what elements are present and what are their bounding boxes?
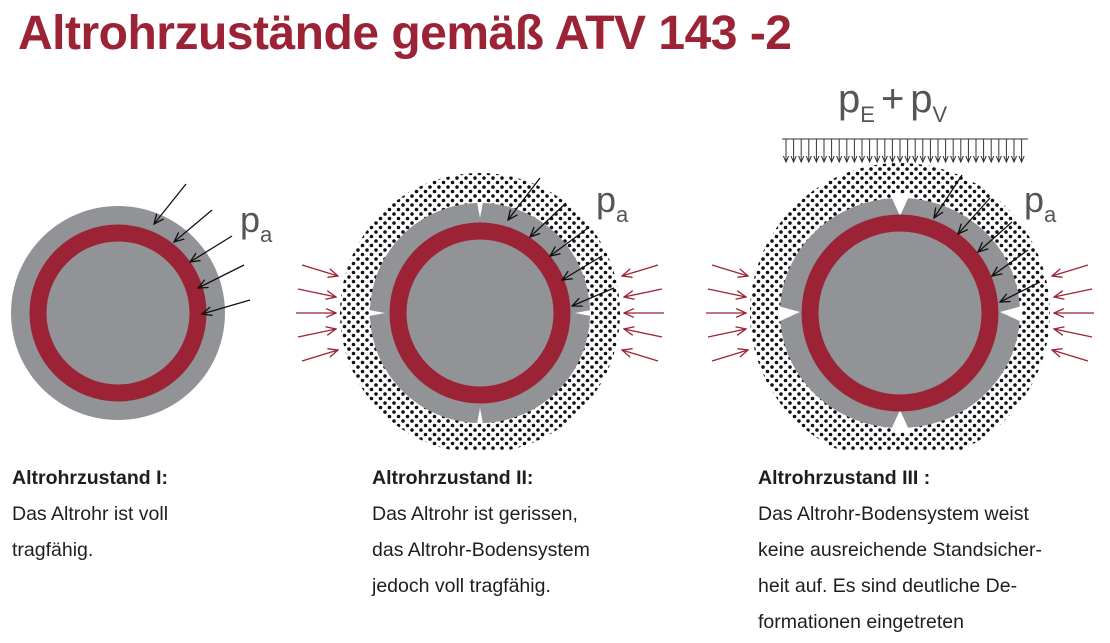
caption-line: Das Altrohr-Bodensystem weist — [758, 503, 1029, 525]
earth-pressure-arrows — [508, 177, 615, 306]
caption-line: das Altrohr-Bodensystem — [372, 539, 590, 561]
load-arrow-head — [1003, 155, 1010, 164]
load-arrow-head — [995, 155, 1002, 164]
caption-line: formationen eingetreten — [758, 611, 964, 633]
state-1-diagram: pa — [11, 183, 273, 420]
load-arrow-head — [828, 155, 835, 164]
load-arrow-head — [950, 155, 957, 164]
load-arrow-head — [965, 155, 972, 164]
load-arrow-head — [813, 155, 820, 164]
state-3-diagram: pE+pV — [706, 77, 1094, 450]
liner-ring — [801, 214, 999, 412]
load-label-pa: pa — [240, 199, 273, 247]
caption-state-2: Altrohrzustand II: Das Altrohr ist geris… — [372, 460, 590, 604]
distributed-load-arrows — [782, 138, 1028, 164]
load-arrow-head — [896, 155, 904, 164]
load-arrow-head — [851, 155, 858, 164]
load-arrow-head — [889, 155, 896, 164]
caption-line: Das Altrohr ist gerissen, — [372, 503, 578, 525]
load-arrow-head — [843, 155, 850, 164]
caption-heading: Altrohrzustand II: — [372, 467, 534, 489]
load-arrow-head — [858, 155, 866, 164]
caption-heading: Altrohrzustand I: — [12, 467, 168, 489]
page-title: Altrohrzustände gemäß ATV 143 -2 — [18, 7, 792, 60]
soil-reaction-arrows-right — [1052, 264, 1094, 362]
load-arrow-head — [790, 155, 797, 164]
load-arrow-head — [782, 155, 790, 164]
soil-reaction-arrows-left — [296, 264, 338, 362]
state-2-diagram: pa — [296, 173, 664, 450]
top-load-label: pE+pV — [838, 77, 948, 127]
pipe-cracks — [369, 202, 591, 424]
pipe-states-diagram: pa — [11, 77, 1094, 450]
load-arrow-head — [798, 155, 805, 164]
load-arrow-head — [919, 155, 926, 164]
earth-pressure-arrows — [934, 174, 1041, 302]
caption-line: tragfähig. — [12, 539, 94, 561]
load-arrow-head — [957, 155, 964, 164]
caption-line: jedoch voll tragfähig. — [372, 575, 551, 597]
soil-reaction-arrows-left — [706, 264, 748, 362]
load-arrow-head — [904, 155, 911, 164]
load-arrow-head — [1010, 155, 1018, 164]
caption-state-1: Altrohrzustand I: Das Altrohr ist voll t… — [12, 460, 168, 568]
load-arrow-head — [934, 155, 942, 164]
caption-line: keine ausreichende Standsicher- — [758, 539, 1043, 561]
caption-state-3: Altrohrzustand III : Das Altrohr-Bodensy… — [758, 460, 1042, 640]
caption-heading: Altrohrzustand III : — [758, 467, 931, 489]
load-label-pa: pa — [1024, 179, 1057, 227]
soil-reaction-arrows-right — [622, 264, 664, 362]
load-arrow-head — [1018, 155, 1025, 164]
load-arrow-head — [820, 155, 828, 164]
load-arrow-head — [881, 155, 888, 164]
liner-ring — [29, 224, 207, 402]
load-arrow-head — [972, 155, 980, 164]
load-arrow-head — [927, 155, 934, 164]
load-arrow-head — [912, 155, 919, 164]
load-arrow-head — [836, 155, 843, 164]
load-arrow-head — [942, 155, 949, 164]
load-arrow-head — [874, 155, 881, 164]
liner-ring — [389, 222, 571, 404]
pipe-cracks — [778, 194, 1022, 432]
caption-line: heit auf. Es sind deutliche De- — [758, 575, 1018, 597]
load-label-pa: pa — [596, 179, 629, 227]
load-arrow-head — [988, 155, 995, 164]
caption-line: Das Altrohr ist voll — [12, 503, 169, 525]
earth-pressure-arrows — [154, 183, 251, 314]
load-arrow-head — [866, 155, 873, 164]
load-arrow-head — [805, 155, 812, 164]
load-arrow-head — [980, 155, 987, 164]
